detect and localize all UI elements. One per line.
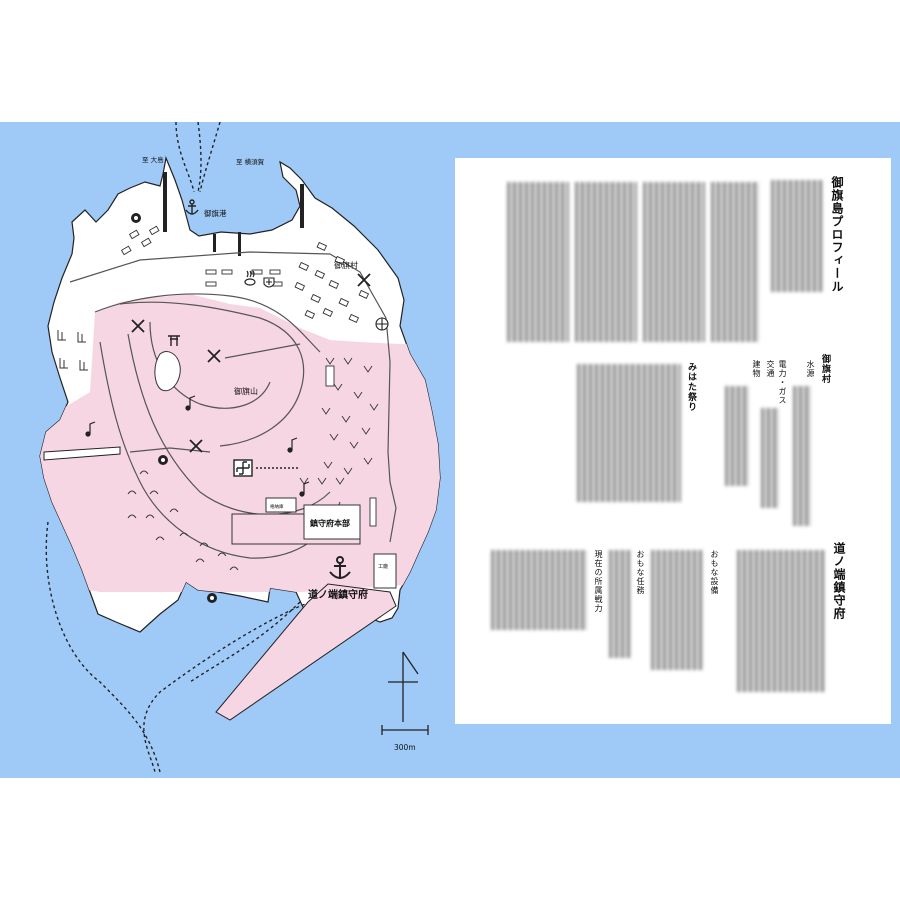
crossed-swords-icon: [131, 273, 371, 453]
blurred-text: [737, 550, 825, 692]
section-water: 水源: [806, 360, 815, 378]
shield-cross-icon: [263, 277, 275, 288]
section-base: 道ノ端鎮守府: [832, 542, 846, 620]
south-jetty: [215, 583, 397, 721]
profile-panel: 御旗島プロフィール 御旗村 水源 電力・ガス 交通 建物 みはた祭り 道ノ端鎮守…: [455, 158, 891, 724]
label-hq: 鎮守府本部: [309, 518, 350, 528]
label-to-oshima: 至 大島: [142, 155, 164, 164]
section-buildings: 建物: [752, 360, 761, 378]
section-festival: みはた祭り: [686, 362, 696, 412]
blurred-text: [609, 550, 631, 658]
label-mountain: 御旗山: [234, 386, 258, 396]
blurred-text: [711, 182, 759, 342]
label-base: 道ノ端鎮守府: [308, 588, 368, 601]
blurred-text: [651, 550, 703, 670]
blurred-text: [507, 182, 569, 342]
scale-bar: [381, 725, 429, 735]
globe-icon: [375, 317, 389, 331]
tree-marks: [127, 357, 379, 571]
gear-icon: [131, 213, 217, 603]
label-to-yokosuka: 至 横須賀: [236, 157, 265, 166]
label-harbor: 御旗港: [204, 208, 227, 218]
section-duties: おもな任務: [636, 550, 645, 595]
blurred-text: [771, 180, 823, 292]
field-symbols: [57, 330, 88, 371]
anchor-icon: [185, 199, 199, 215]
swastika-temple-icon: [233, 459, 300, 477]
section-village: 御旗村: [820, 354, 830, 384]
section-transport: 交通: [766, 360, 775, 378]
blurred-text: [793, 386, 811, 526]
building-blocks: [120, 225, 377, 527]
section-power: 電力・ガス: [778, 360, 787, 405]
north-arrow-icon: [388, 651, 419, 722]
music-note-icon: [85, 395, 310, 497]
blurred-text: [575, 182, 637, 342]
shrine-hill: [154, 351, 181, 392]
blurred-text: [577, 364, 681, 502]
island-map: 至 大島 至 横須賀 御旗港 御旗村 御旗山 格納庫 鎮守府本部 工廠 道ノ端鎮…: [39, 122, 441, 773]
blurred-text: [725, 386, 749, 486]
northern-piers: [163, 172, 304, 256]
section-forces: 現在の所属戦力: [594, 550, 603, 613]
label-village: 御旗村: [334, 260, 358, 270]
label-small-building: 格納庫: [270, 503, 284, 510]
blurred-text: [761, 408, 779, 508]
scale-label: 300m: [394, 743, 416, 752]
sea-route-lines: [45, 122, 311, 773]
blurred-text: [643, 182, 705, 342]
shrine-gate-icon: [168, 335, 180, 346]
anchor-icon: [329, 556, 351, 579]
label-factory: 工廠: [378, 563, 388, 570]
section-facilities: おもな設備: [710, 550, 719, 595]
hq-compound: [231, 497, 397, 589]
blurred-text: [491, 550, 587, 630]
west-pier: [43, 446, 121, 461]
hot-spring-icon: [244, 270, 256, 286]
profile-title: 御旗島プロフィール: [830, 176, 844, 293]
